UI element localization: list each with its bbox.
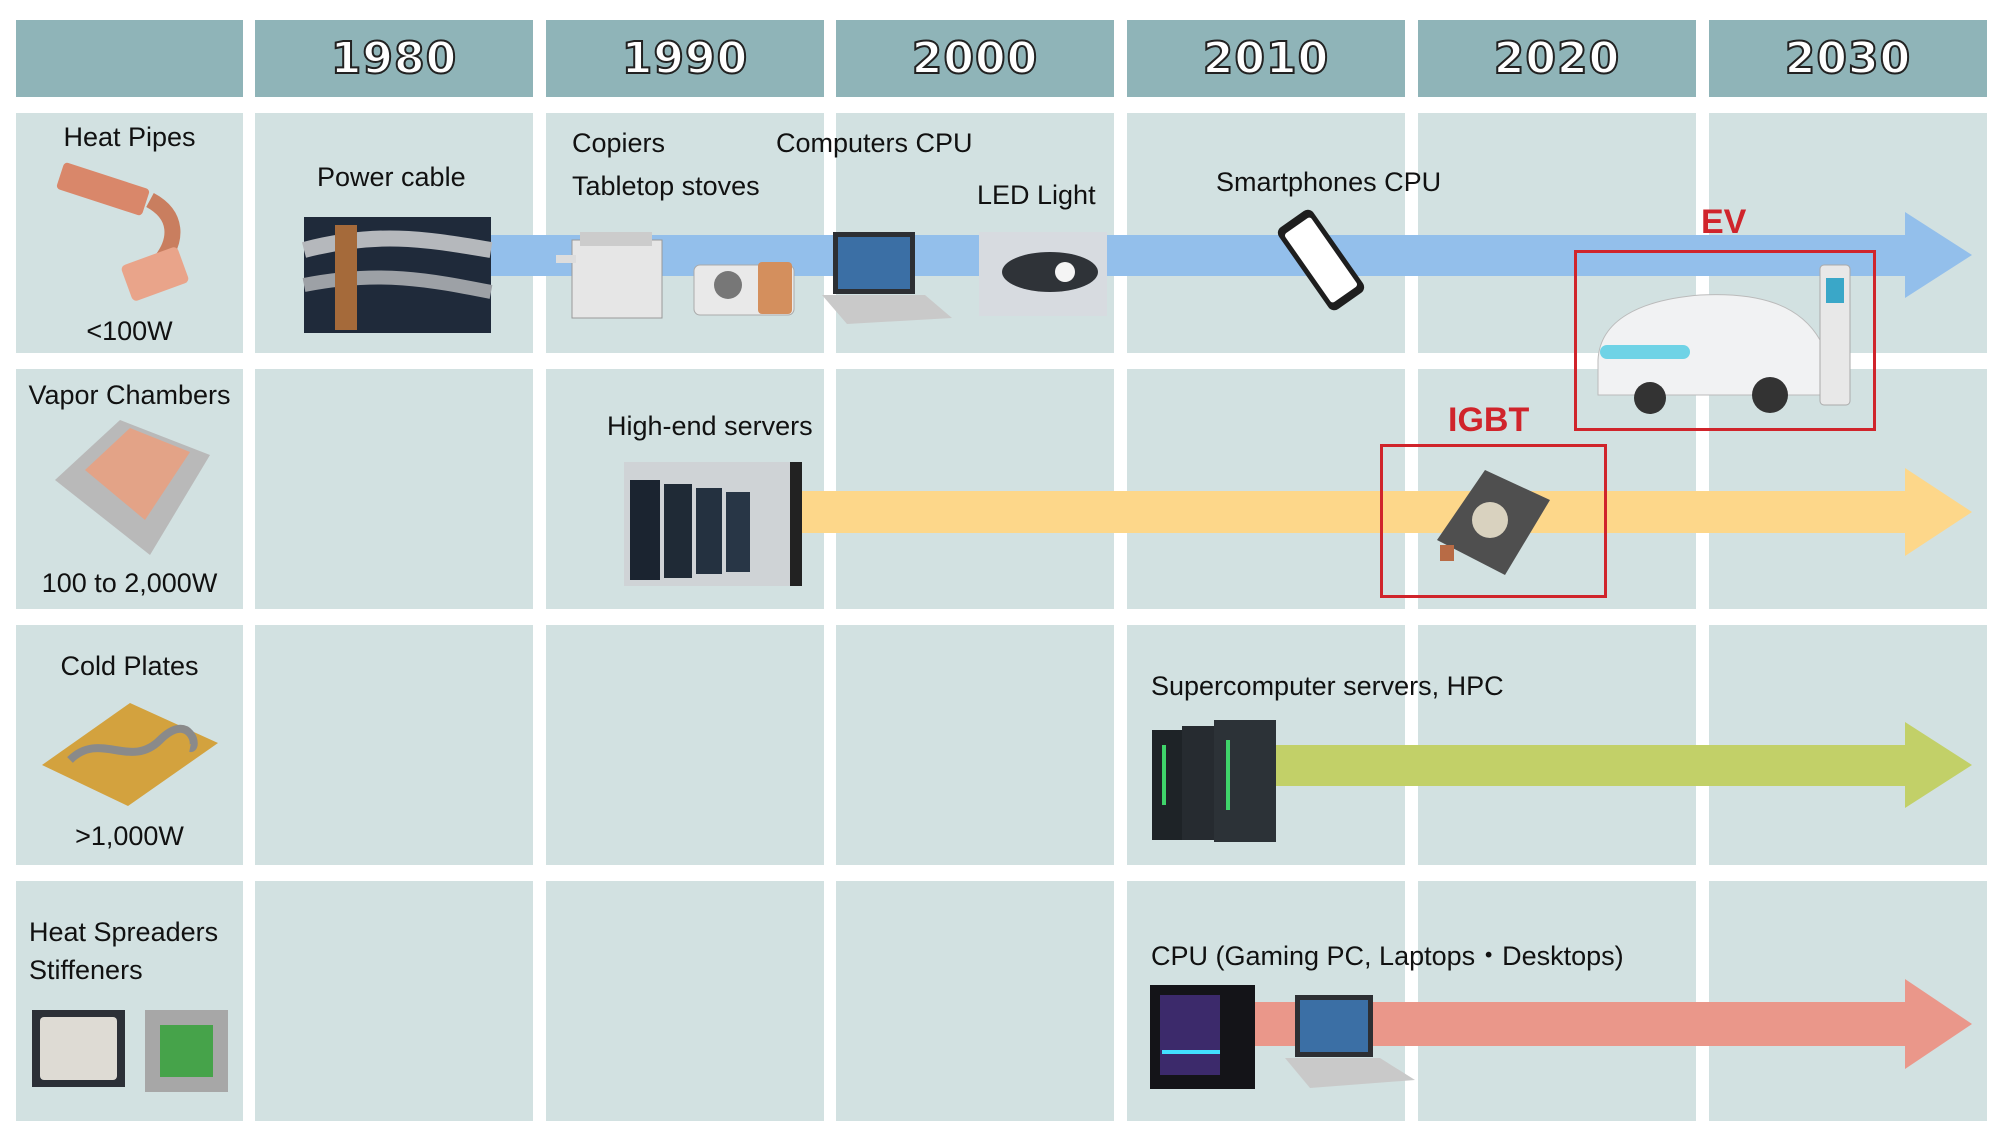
vapor-chamber-icon — [55, 420, 210, 555]
label-copiers: Copiers — [572, 128, 666, 158]
heat-pipe-icon — [56, 162, 189, 301]
grid-cell — [255, 369, 533, 609]
laptop-image — [822, 232, 952, 324]
gaming-pc-image — [1150, 985, 1255, 1089]
row-label-stiffeners: Stiffeners — [29, 955, 143, 985]
grid-cell — [16, 113, 243, 353]
label-supercomputer: Supercomputer servers, HPC — [1151, 671, 1504, 701]
grid-cell — [255, 625, 533, 865]
year-1990: 1990 — [546, 20, 824, 97]
highlight-ev-label: EV — [1701, 203, 1747, 241]
led-headlight-image — [979, 232, 1107, 316]
smartphone-image — [1277, 209, 1365, 311]
grid-cell — [1127, 369, 1405, 609]
row-label-heat-pipes: Heat Pipes — [63, 122, 196, 152]
row-label-vapor-chambers: Vapor Chambers — [28, 380, 231, 410]
highlight-igbt-box — [1380, 444, 1607, 598]
label-computers-cpu: Computers CPU — [776, 128, 973, 158]
grid-cell — [1709, 369, 1987, 609]
grid-cell — [1709, 881, 1987, 1121]
arrow-heat-spreaders — [1250, 979, 1972, 1069]
stiffener-icon — [145, 1010, 228, 1092]
grid-cell — [546, 625, 824, 865]
label-tabletop-stoves: Tabletop stoves — [572, 171, 760, 201]
ev-car-image — [1597, 264, 1851, 414]
grid-cell — [836, 369, 1114, 609]
highlight-ev-box — [1574, 250, 1876, 431]
header-corner — [16, 20, 243, 97]
year-label: 2010 — [1202, 32, 1330, 85]
year-1980: 1980 — [255, 20, 533, 97]
grid-cell — [1418, 881, 1696, 1121]
year-2020: 2020 — [1418, 20, 1696, 97]
heat-spreader-icon — [32, 1010, 125, 1087]
year-label: 1980 — [330, 32, 458, 85]
grid-cell — [255, 881, 533, 1121]
tabletop-stove-image — [693, 262, 795, 316]
arrow-heat-pipes — [490, 212, 1972, 298]
year-2000: 2000 — [836, 20, 1114, 97]
year-label: 2020 — [1493, 32, 1621, 85]
label-cpu-gaming: CPU (Gaming PC, Laptops・Desktops) — [1151, 941, 1624, 971]
power-rating-heat-pipes: <100W — [86, 316, 173, 346]
cold-plate-icon — [42, 703, 218, 806]
grid-cell — [836, 881, 1114, 1121]
power-rating-vapor-chambers: 100 to 2,000W — [41, 568, 218, 598]
grid-cell — [1127, 113, 1405, 353]
year-label: 2000 — [911, 32, 1039, 85]
row-label-heat-spreaders: Heat Spreaders — [29, 917, 219, 947]
grid-cell — [836, 625, 1114, 865]
laptop-image-2 — [1285, 995, 1415, 1088]
highlight-igbt-label: IGBT — [1448, 401, 1530, 439]
label-smartphones-cpu: Smartphones CPU — [1216, 167, 1442, 197]
igbt-module-image — [1437, 470, 1550, 575]
copier-image — [556, 232, 663, 319]
year-label: 2030 — [1784, 32, 1912, 85]
year-label: 1990 — [621, 32, 749, 85]
label-led-light: LED Light — [977, 180, 1096, 210]
label-high-end-servers: High-end servers — [607, 411, 813, 441]
arrow-cold-plates — [1275, 722, 1972, 808]
year-2030: 2030 — [1709, 20, 1987, 97]
row-label-cold-plates: Cold Plates — [60, 651, 199, 681]
power-cable-image — [301, 217, 493, 333]
arrow-vapor-chambers — [800, 468, 1972, 556]
year-2010: 2010 — [1127, 20, 1405, 97]
label-power-cable: Power cable — [317, 162, 466, 192]
high-end-servers-image — [624, 462, 802, 586]
supercomputer-image — [1152, 720, 1276, 842]
power-rating-cold-plates: >1,000W — [75, 821, 184, 851]
grid-cell — [546, 881, 824, 1121]
